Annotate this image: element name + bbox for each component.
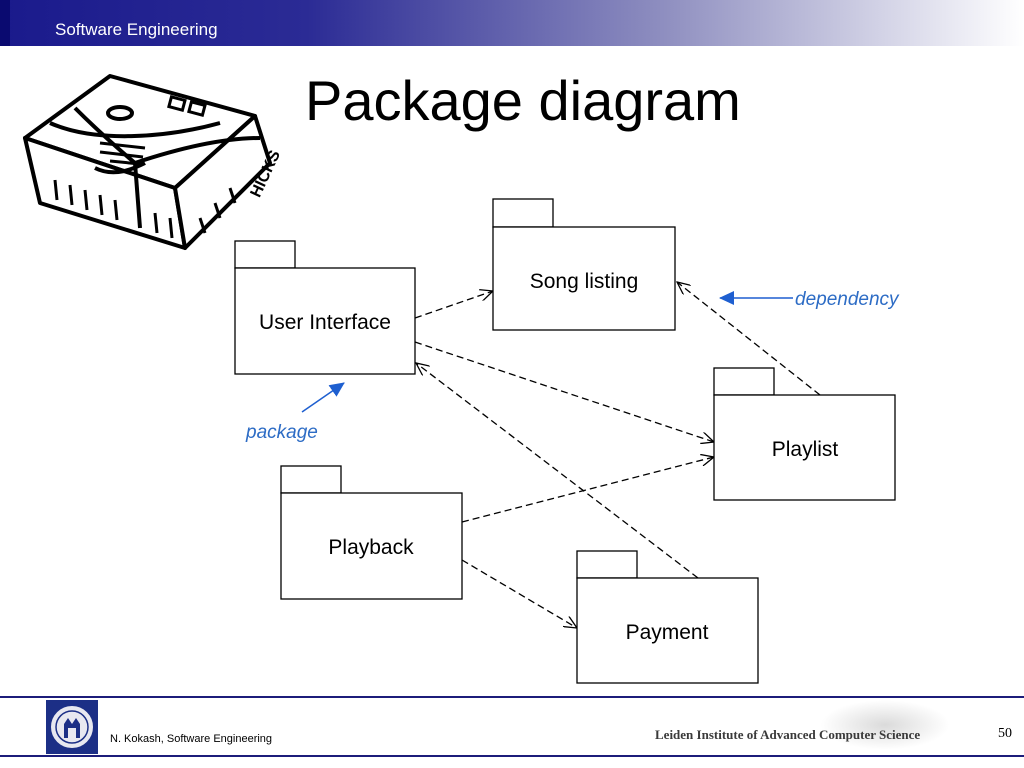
- footer-divider-top: [0, 696, 1024, 698]
- footer-building-watermark: [820, 700, 950, 750]
- header-bar: Software Engineering: [0, 0, 1024, 46]
- package-playback: [280, 465, 463, 600]
- header-accent: [0, 0, 10, 46]
- dep-ui-to-song-listing: [414, 291, 493, 319]
- label-user-interface: User Interface: [259, 311, 391, 334]
- dependency-lines: [414, 282, 821, 628]
- slide-title: Package diagram: [305, 69, 741, 132]
- dep-payment-to-ui: [416, 363, 699, 579]
- dep-playlist-to-song-listing: [677, 282, 821, 396]
- label-song-listing: Song listing: [530, 270, 639, 293]
- label-playlist: Playlist: [772, 438, 839, 461]
- label-payment: Payment: [626, 621, 709, 644]
- package-illustration: HICKS: [23, 74, 284, 250]
- dep-ui-to-playlist: [414, 341, 714, 442]
- annotation-package: package: [245, 422, 318, 443]
- package-song-listing: [492, 198, 676, 331]
- label-playback: Playback: [328, 536, 414, 559]
- footer-divider-bottom: [0, 755, 1024, 757]
- annotation-dependency: dependency: [795, 289, 900, 310]
- footer-institute: Leiden Institute of Advanced Computer Sc…: [655, 727, 921, 742]
- package-user-interface: [234, 240, 416, 375]
- page-number: 50: [998, 726, 1012, 741]
- footer-author: N. Kokash, Software Engineering: [110, 733, 273, 745]
- dep-playback-to-payment: [461, 559, 577, 628]
- university-seal-logo: [46, 700, 98, 754]
- package-payment: [576, 550, 759, 684]
- package-playlist: [713, 367, 896, 501]
- package-diagram: User Interface Song listing Playlist Pla…: [234, 198, 900, 684]
- package-pointer-arrow: [301, 382, 345, 413]
- header-title: Software Engineering: [55, 20, 218, 39]
- dep-playback-to-playlist: [461, 457, 714, 523]
